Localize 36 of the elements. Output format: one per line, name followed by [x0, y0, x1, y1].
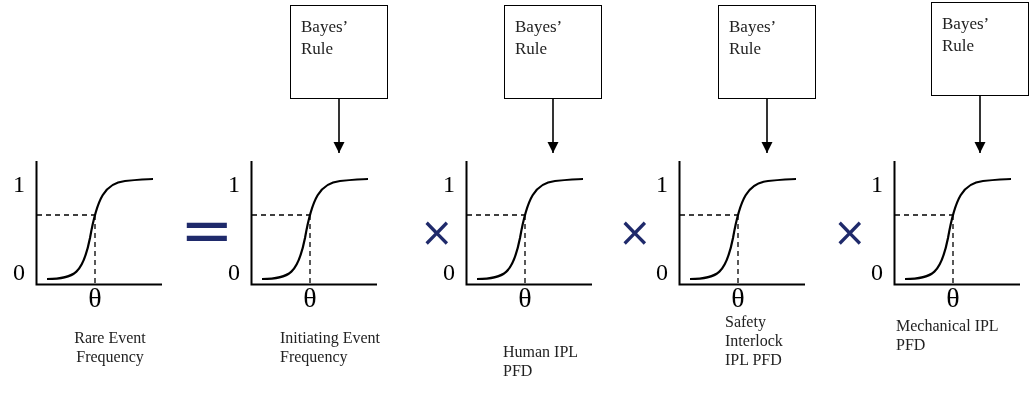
- multiplication-sign: ×: [420, 212, 450, 252]
- multiplication-sign: ×: [833, 212, 863, 252]
- axis-tick-label: 0: [228, 260, 241, 284]
- equals-sign: =: [180, 198, 230, 262]
- axis-tick-label: 0: [13, 260, 26, 284]
- axis-tick-label: 0: [871, 260, 884, 284]
- process-box: [290, 5, 388, 99]
- plot-caption: Rare Event Frequency: [73, 328, 147, 366]
- process-box: [718, 5, 816, 99]
- axis-tick-label: 1: [228, 172, 241, 196]
- arrow: [333, 98, 345, 154]
- box-label: Bayes’ Rule: [729, 16, 776, 60]
- box-label: Bayes’ Rule: [515, 16, 562, 60]
- axis-tick-label: 1: [13, 172, 26, 196]
- plot-caption: Human IPL PFD: [503, 342, 579, 380]
- axis-label: θ: [302, 284, 318, 312]
- box-label: Bayes’ Rule: [301, 16, 348, 60]
- axis-tick-label: 1: [656, 172, 669, 196]
- arrow: [974, 95, 986, 154]
- multiplication-sign: ×: [618, 212, 648, 252]
- plot-caption: Mechanical IPL PFD: [896, 316, 1000, 354]
- plot-caption: Initiating Event Frequency: [280, 328, 381, 366]
- axis-tick-label: 1: [871, 172, 884, 196]
- process-box: [931, 2, 1029, 96]
- axis-label: θ: [517, 284, 533, 312]
- axis-label: θ: [730, 284, 746, 312]
- box-label: Bayes’ Rule: [942, 13, 989, 57]
- arrow: [761, 98, 773, 154]
- axis-label: θ: [87, 284, 103, 312]
- axis-tick-label: 0: [443, 260, 456, 284]
- process-box: [504, 5, 602, 99]
- plot-caption: Safety Interlock IPL PFD: [725, 312, 784, 369]
- axis-label: θ: [945, 284, 961, 312]
- arrow: [547, 98, 559, 154]
- axis-tick-label: 1: [443, 172, 456, 196]
- axis-tick-label: 0: [656, 260, 669, 284]
